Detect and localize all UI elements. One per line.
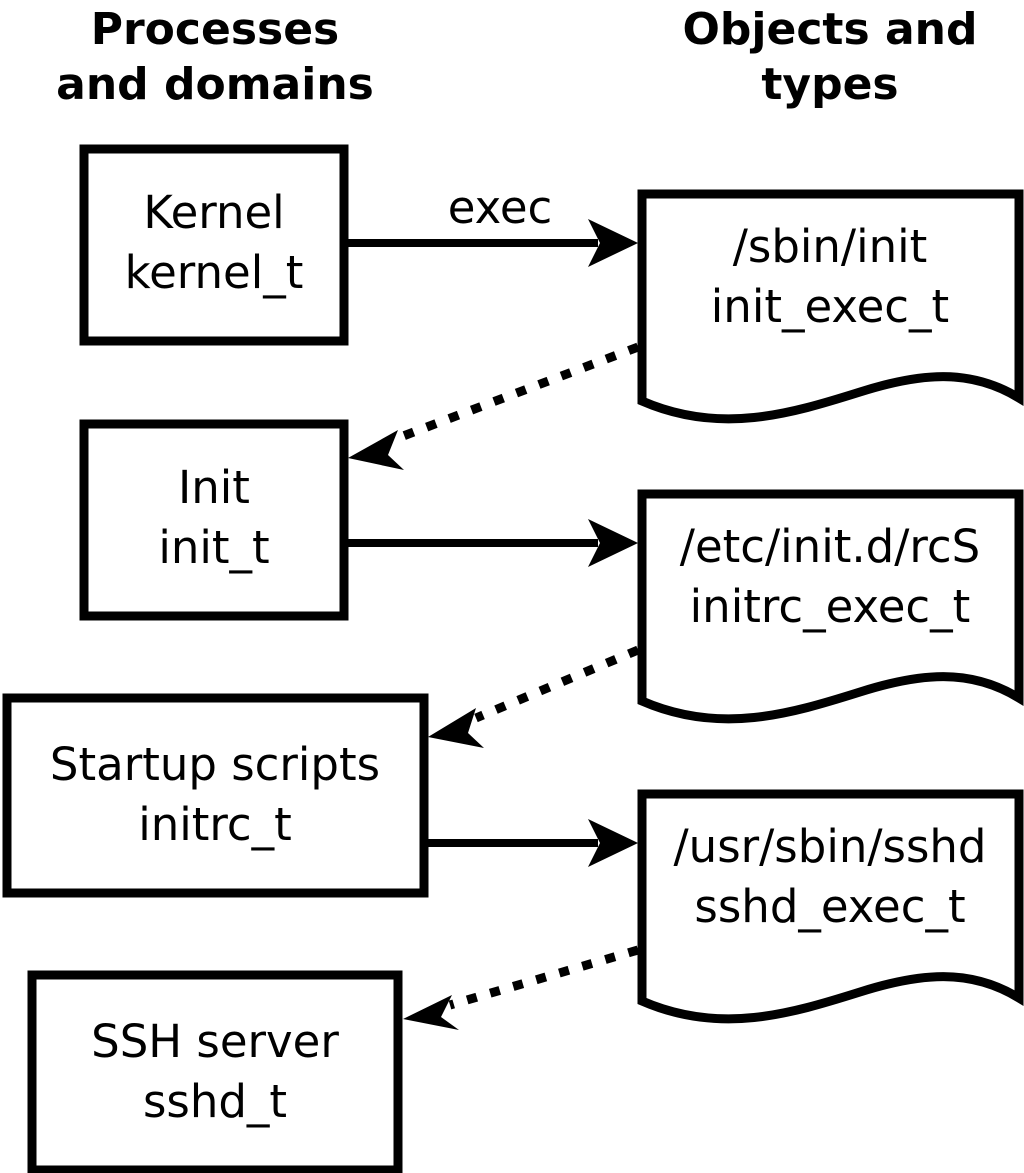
node-sshd-exec-line2: sshd_exec_t xyxy=(694,880,965,933)
edge-sshd-exec-transition-sshd xyxy=(403,945,640,1030)
node-init-exec-line2: init_exec_t xyxy=(711,280,949,333)
node-kernel-line2: kernel_t xyxy=(125,246,304,299)
node-init-exec[interactable]: /sbin/init init_exec_t xyxy=(637,189,1024,424)
node-init-line2: init_t xyxy=(158,521,269,574)
node-init-exec-line1: /sbin/init xyxy=(733,220,928,273)
node-ssh-server-line2: sshd_t xyxy=(143,1075,287,1128)
node-ssh-server-line1: SSH server xyxy=(91,1015,339,1068)
arrow-head-icon xyxy=(403,995,459,1030)
node-startup-scripts[interactable]: Startup scripts initrc_t xyxy=(2,693,429,898)
edge-initrc-exec-transition-initrc xyxy=(428,645,640,748)
column-header-objects-line1: Objects and xyxy=(683,4,978,55)
arrow-head-icon xyxy=(348,430,404,470)
node-sshd-exec-line1: /usr/sbin/sshd xyxy=(674,820,987,873)
document-shape xyxy=(637,189,1024,424)
arrow-head-icon xyxy=(428,708,484,748)
node-sshd-exec[interactable]: /usr/sbin/sshd sshd_exec_t xyxy=(637,789,1024,1024)
arrow-head-icon xyxy=(588,819,638,867)
node-kernel-line1: Kernel xyxy=(143,186,284,239)
node-box xyxy=(2,693,429,898)
node-init-line1: Init xyxy=(178,461,250,514)
edge-init-exec-initrc-exec xyxy=(348,519,638,567)
node-box xyxy=(79,419,349,621)
edge-line xyxy=(448,945,640,1010)
node-box xyxy=(79,144,349,346)
edge-line xyxy=(474,645,640,723)
node-initrc-exec-line1: /etc/init.d/rcS xyxy=(680,520,980,573)
node-initrc-exec[interactable]: /etc/init.d/rcS initrc_exec_t xyxy=(637,489,1024,724)
node-ssh-server[interactable]: SSH server sshd_t xyxy=(27,970,403,1173)
edge-label-exec: exec xyxy=(448,181,553,234)
edge-kernel-exec-init-exec: exec xyxy=(348,181,638,267)
arrow-head-icon xyxy=(588,219,638,267)
edge-line xyxy=(396,342,640,443)
node-startup-scripts-line2: initrc_t xyxy=(138,798,292,851)
node-box xyxy=(27,970,403,1173)
edge-init-exec-transition-init xyxy=(348,342,640,470)
arrow-head-icon xyxy=(588,519,638,567)
column-header-processes-line1: Processes xyxy=(91,4,340,55)
node-startup-scripts-line1: Startup scripts xyxy=(50,738,380,791)
document-shape xyxy=(637,789,1024,1024)
document-shape xyxy=(637,489,1024,724)
edge-initrc-exec-sshd-exec xyxy=(428,819,638,867)
node-kernel[interactable]: Kernel kernel_t xyxy=(79,144,349,346)
column-header-objects: Objects and types xyxy=(683,4,978,110)
node-initrc-exec-line2: initrc_exec_t xyxy=(690,580,971,633)
column-header-objects-line2: types xyxy=(761,59,898,110)
node-init[interactable]: Init init_t xyxy=(79,419,349,621)
column-header-processes-line2: and domains xyxy=(56,59,374,110)
column-header-processes: Processes and domains xyxy=(56,4,374,110)
